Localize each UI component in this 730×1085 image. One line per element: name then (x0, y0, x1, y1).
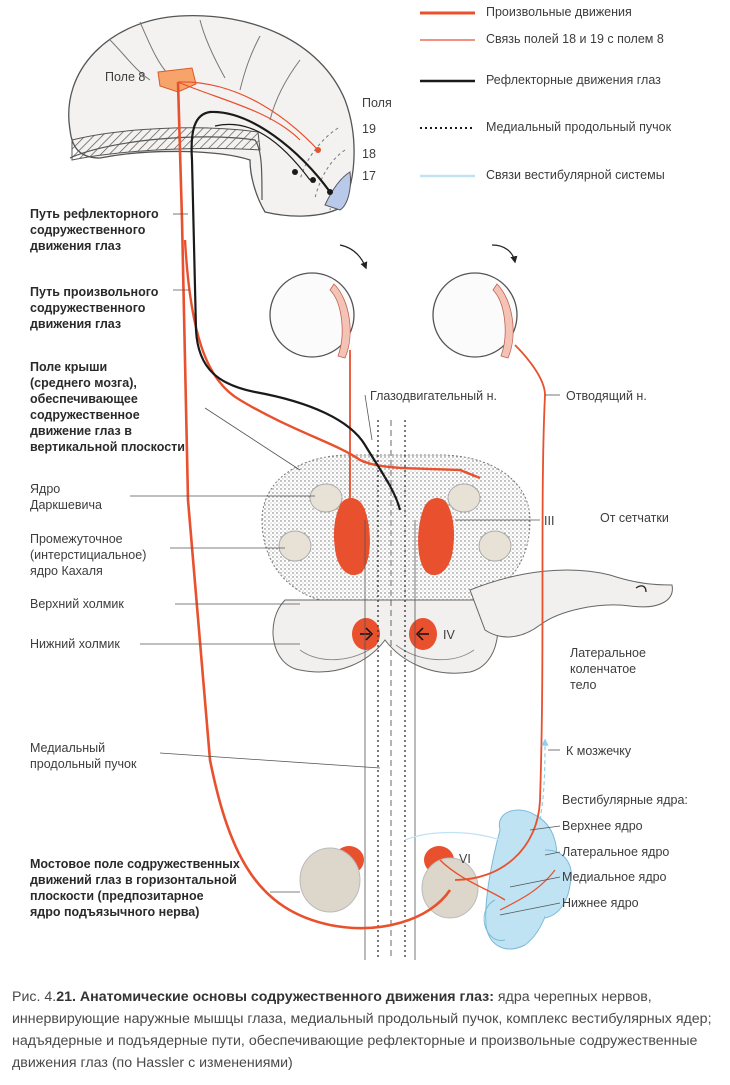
lateral-vestibular-label: Латеральное ядро (562, 845, 670, 859)
midbrain (261, 454, 531, 674)
abducens-nerve-label: Отводящий н. (566, 389, 647, 403)
nucleus-VI-label: VI (459, 852, 471, 866)
reflex-pathway (190, 110, 402, 511)
vestibular-complex (483, 809, 572, 950)
legend-fields-link: Связь полей 18 и 19 с полем 8 (486, 32, 664, 46)
legend-lines (420, 11, 475, 178)
caption-text: ядра черепных нервов, иннервирующие нару… (12, 989, 712, 1071)
medial-vestibular-label: Медиальное ядро (562, 870, 667, 884)
mlf-dotted (364, 420, 416, 960)
figure-caption: Рис. 4.21. Анатомические основы содружес… (12, 986, 720, 1074)
vestibular-title: Вестибулярные ядра: (562, 793, 688, 807)
left-eyeball (269, 244, 368, 359)
cajal-label: Промежуточное(интерстициальное)ядро Каха… (30, 532, 147, 578)
field-8-label: Поле 8 (105, 70, 146, 84)
cerebral-hemisphere (68, 14, 355, 217)
legend-reflex: Рефлекторные движения глаз (486, 73, 661, 87)
tectum-label: Поле крыши(среднего мозга),обеспечивающе… (30, 360, 185, 454)
inferior-colliculus-label: Нижний холмик (30, 637, 120, 651)
legend-vestibular: Связи вестибулярной системы (486, 168, 665, 182)
field-18-label: 18 (362, 147, 376, 161)
right-eyeball (432, 244, 518, 359)
vestibular-connections (404, 738, 549, 841)
caption-title: Анатомические основы содружественного дв… (75, 989, 494, 1005)
nuclei (278, 483, 512, 919)
inferior-vestibular-label: Нижнее ядро (562, 896, 639, 910)
field-17-label: 17 (362, 169, 376, 183)
legend-mlf: Медиальный продольный пучок (486, 120, 672, 134)
caption-prefix: Рис. 4. (12, 989, 57, 1005)
lateral-geniculate-body (469, 569, 673, 638)
legend-voluntary: Произвольные движения (486, 5, 632, 19)
leader-lines (130, 213, 561, 916)
nucleus-IV-label: IV (443, 628, 455, 642)
field-19-label: 19 (362, 122, 376, 136)
superior-colliculus-label: Верхний холмик (30, 597, 124, 611)
from-retina-label: От сетчатки (600, 511, 669, 525)
fields-title: Поля (362, 96, 392, 110)
oculomotor-nerve-label: Глазодвигательный н. (370, 389, 497, 403)
voluntary-pathways (176, 81, 556, 930)
superior-vestibular-label: Верхнее ядро (562, 819, 643, 833)
to-cerebellum-label: К мозжечку (566, 744, 632, 758)
nucleus-III-label: III (544, 514, 555, 528)
caption-number: 21. (56, 989, 76, 1005)
